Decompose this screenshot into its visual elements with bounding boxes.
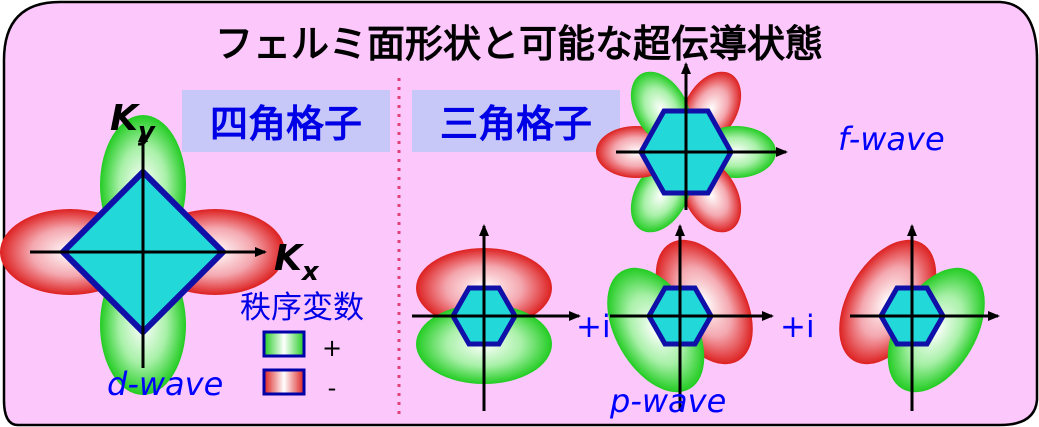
figure-title: フェルミ面形状と可能な超伝導状態: [215, 22, 823, 66]
d-wave-label: d-wave: [107, 365, 223, 403]
legend-plus-label: +: [322, 334, 342, 362]
imaginary-plus-1: +i: [576, 309, 611, 345]
legend-swatch-positive: [264, 332, 304, 356]
legend-minus-label: -: [328, 374, 337, 402]
square-lattice-label: 四角格子: [210, 102, 362, 146]
triangular-lattice-tag: 三角格子: [412, 90, 620, 152]
p-wave-label: p-wave: [609, 382, 726, 420]
triangular-lattice-label: 三角格子: [440, 102, 592, 146]
legend-title: 秩序変数: [240, 290, 364, 326]
f-wave-label: f-wave: [838, 120, 945, 158]
legend-swatch-negative: [264, 370, 304, 394]
square-lattice-tag: 四角格子: [182, 90, 390, 152]
imaginary-plus-2: +i: [780, 309, 815, 345]
